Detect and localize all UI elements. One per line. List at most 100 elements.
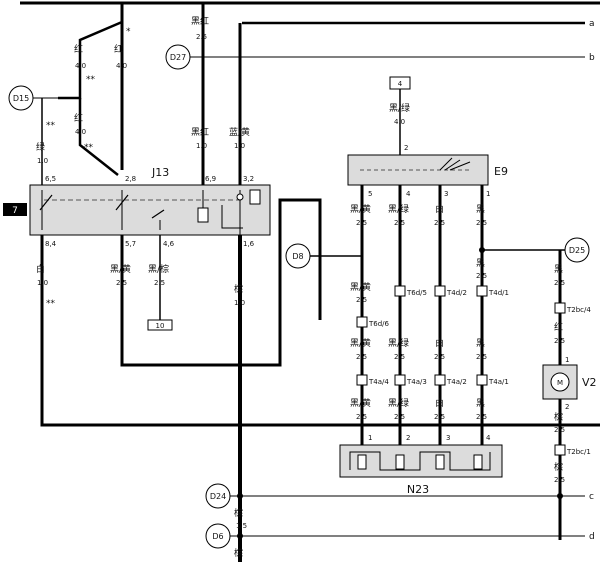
relay-j13-label: J13	[151, 166, 169, 179]
wire-black-yellow	[120, 198, 322, 367]
wire-red-branch	[58, 20, 123, 100]
wire-label: 白	[435, 337, 444, 349]
relay-contact	[151, 209, 165, 219]
wire-label: 黑/黄	[350, 337, 371, 349]
connector-plug	[394, 374, 406, 386]
connector-d6	[205, 523, 231, 549]
wire-size: 2.5	[476, 413, 487, 421]
wire-size: 2.5	[356, 296, 367, 304]
connector-d8-label: D8	[292, 252, 303, 261]
e9-input-box-label: 4	[398, 80, 403, 88]
wire-label: 棕	[554, 411, 563, 423]
wire-label: 白	[435, 397, 444, 409]
wire-label: 红	[554, 321, 563, 333]
wire-size: 4.0	[394, 118, 405, 126]
relay-internal	[221, 205, 243, 229]
wire-size: 2.5	[394, 353, 405, 361]
wire-label: 黑/绿	[388, 203, 409, 215]
wire-size: 1.0	[234, 299, 245, 307]
terminal-7-label: 7	[12, 206, 18, 216]
connector-plug	[434, 374, 446, 386]
relay-pin: 1,6	[243, 240, 255, 248]
motor-icon	[550, 372, 570, 392]
connector-plug-label: T4a/1	[488, 378, 509, 386]
annotation-star: **	[86, 75, 96, 85]
resistor-n23-trace	[349, 451, 491, 471]
wire-label: 黑/黄	[350, 397, 371, 409]
wire-label: 黑/黄	[350, 281, 371, 293]
bus-label-d: d	[589, 532, 595, 542]
wire-size: 1.0	[196, 142, 207, 150]
connector-plug-label: T2bc/1	[566, 448, 591, 456]
wire-label: 黑	[554, 264, 563, 275]
e9-contact	[439, 157, 453, 171]
wire-size: 2.5	[196, 33, 207, 41]
wire-size: 2.5	[434, 413, 445, 421]
wire-label: 绿	[36, 141, 45, 153]
connector-d24	[205, 483, 231, 509]
wire-label: 白	[36, 263, 45, 275]
wire-size: 2.5	[394, 219, 405, 227]
wire-label: 棕	[234, 547, 243, 559]
bus-label-a: a	[589, 19, 595, 29]
annotation-star: **	[46, 121, 56, 131]
connector-plug	[356, 316, 368, 328]
wire-size: 1.0	[234, 142, 245, 150]
relay-pin: 3,2	[243, 175, 254, 183]
wire-label: 黑	[476, 204, 485, 215]
wire-size: 1.5	[236, 522, 247, 530]
wire-red-lower	[78, 98, 119, 176]
connector-d25	[564, 237, 590, 263]
wire-size: 2.5	[554, 426, 565, 434]
bus-label-c: c	[589, 492, 594, 502]
wire-size: 2.5	[476, 272, 487, 280]
connector-plug	[554, 444, 566, 456]
wire-label: 黑红	[191, 126, 209, 138]
wire-size: 4.0	[116, 62, 127, 70]
wire-label: 黑/绿	[388, 337, 409, 349]
e9-contact	[444, 159, 461, 171]
relay-coil	[197, 207, 209, 223]
wire-label: 黑	[476, 338, 485, 349]
connector-plug-label: T2bc/4	[566, 306, 591, 314]
relay-coil	[249, 189, 261, 205]
wire-size: 4.0	[75, 128, 86, 136]
connector-d8	[285, 243, 311, 269]
n23-pin: 2	[406, 434, 410, 442]
terminal-7	[3, 203, 27, 216]
wire-size: 1.0	[37, 157, 48, 165]
ref-box-10	[147, 319, 173, 331]
connector-plug	[434, 285, 446, 297]
wire-size: 2.5	[476, 219, 487, 227]
wire-label: 红	[74, 112, 83, 124]
wire-label: 红	[114, 43, 123, 55]
ref-box-10-label: 10	[156, 322, 165, 330]
connector-plug	[554, 302, 566, 314]
wire-label: 黑/绿	[388, 397, 409, 409]
e9-pin: 3	[444, 190, 448, 198]
motor-v2-label: V2	[582, 376, 597, 389]
connector-plug-label: T4d/2	[446, 289, 467, 297]
connector-d27-label: D27	[170, 53, 186, 62]
wire-size: 2.5	[554, 337, 565, 345]
relay-j13-body	[29, 184, 271, 236]
wire-white	[40, 235, 600, 427]
wire-size: 2.5	[116, 279, 127, 287]
wire-size: 2.5	[154, 279, 165, 287]
wire-size: 1.0	[37, 279, 48, 287]
e9-pin: 5	[368, 190, 372, 198]
n23-pin: 3	[446, 434, 450, 442]
wire-size: 2.5	[554, 279, 565, 287]
wire-label: 黑红	[191, 15, 209, 27]
e9-pin: 2	[404, 144, 408, 152]
connector-d24-label: D24	[210, 492, 226, 501]
connector-d27	[165, 44, 191, 70]
connector-plug	[356, 374, 368, 386]
junction	[557, 493, 563, 499]
wire-size: 4.0	[75, 62, 86, 70]
e9-pin: 1	[486, 190, 490, 198]
connector-plug-label: T4a/3	[406, 378, 427, 386]
connector-plug	[476, 285, 488, 297]
relay-pin: 6,9	[205, 175, 216, 183]
